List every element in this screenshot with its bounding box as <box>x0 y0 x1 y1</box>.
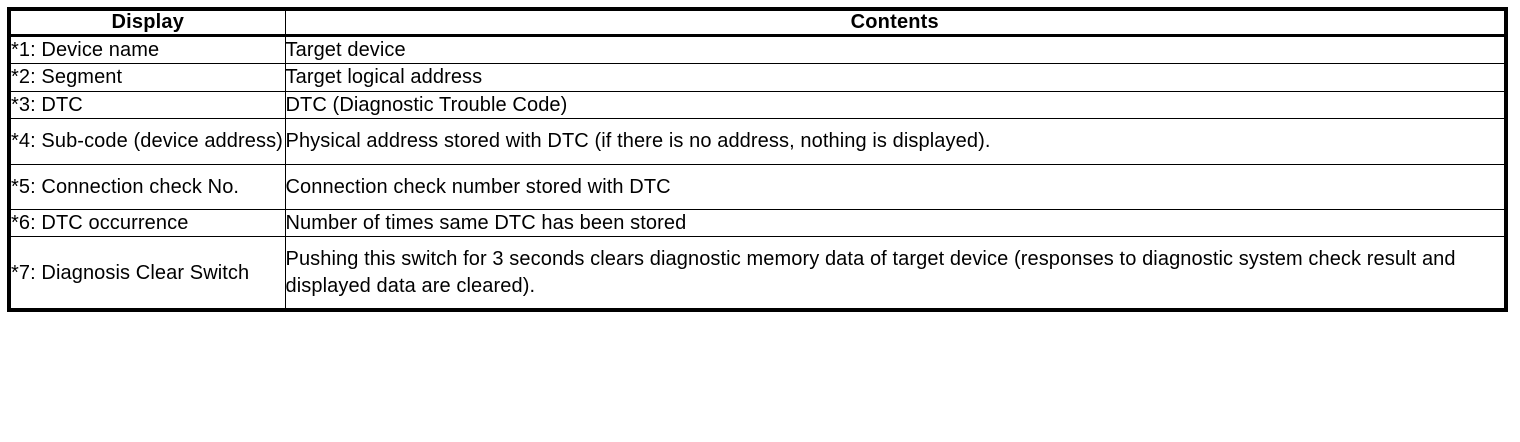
cell-display-6: *6: DTC occurrence <box>8 208 286 238</box>
cell-display-7: *7: Diagnosis Clear Switch <box>8 236 286 311</box>
table-row: *5: Connection check No. Connection chec… <box>8 163 1507 210</box>
cell-contents-6: Number of times same DTC has been stored <box>284 208 1507 238</box>
column-header-display: Display <box>8 8 286 37</box>
cell-contents-2: Target logical address <box>284 63 1507 92</box>
table-row: *1: Device name Target device <box>8 34 1507 65</box>
cell-display-3: *3: DTC <box>8 90 286 120</box>
cell-contents-5: Connection check number stored with DTC <box>284 163 1507 210</box>
table-header-row: Display Contents <box>8 8 1507 37</box>
cell-display-2: *2: Segment <box>8 63 286 92</box>
cell-contents-3: DTC (Diagnostic Trouble Code) <box>284 90 1507 120</box>
table-row: *3: DTC DTC (Diagnostic Trouble Code) <box>8 90 1507 120</box>
table-body: *1: Device name Target device *2: Segmen… <box>8 34 1507 311</box>
cell-display-1: *1: Device name <box>8 34 286 65</box>
table-row: *2: Segment Target logical address <box>8 63 1507 92</box>
cell-display-4: *4: Sub-code (device address) <box>8 118 286 165</box>
cell-contents-1: Target device <box>284 34 1507 65</box>
column-header-contents: Contents <box>284 8 1507 37</box>
table-row: *7: Diagnosis Clear Switch Pushing this … <box>8 236 1507 311</box>
cell-contents-4: Physical address stored with DTC (if the… <box>284 118 1507 165</box>
table-row: *6: DTC occurrence Number of times same … <box>8 208 1507 238</box>
cell-display-5: *5: Connection check No. <box>8 163 286 210</box>
display-contents-table: Display Contents *1: Device name Target … <box>7 7 1508 313</box>
table-row: *4: Sub-code (device address) Physical a… <box>8 118 1507 165</box>
cell-contents-7: Pushing this switch for 3 seconds clears… <box>284 236 1507 311</box>
